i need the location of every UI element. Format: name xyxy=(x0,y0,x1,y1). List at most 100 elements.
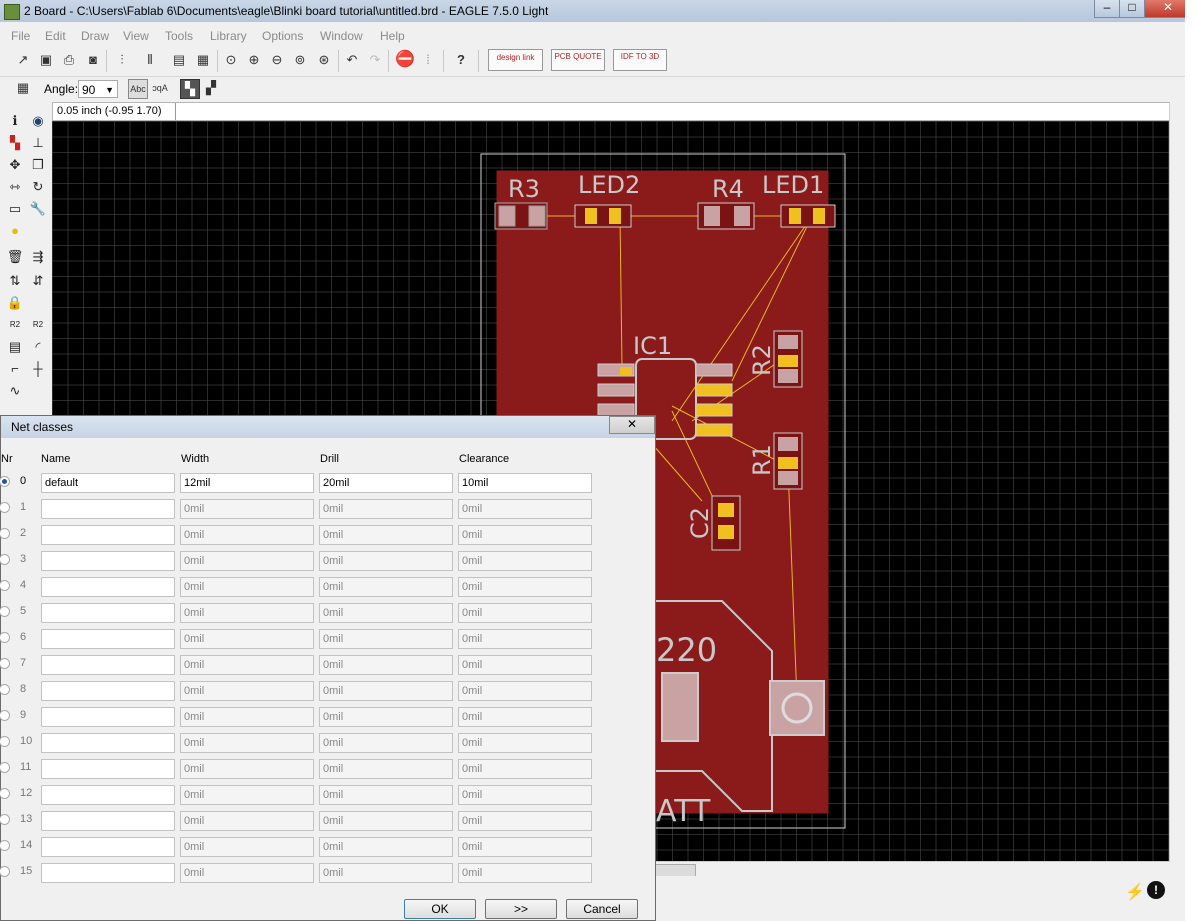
name-field[interactable] xyxy=(41,707,175,727)
name-field[interactable] xyxy=(41,759,175,779)
name-field[interactable] xyxy=(41,733,175,753)
sch-icon[interactable]: ▤ xyxy=(172,52,186,67)
drill-field[interactable]: 0mil xyxy=(319,629,453,649)
row-select-radio[interactable] xyxy=(0,684,10,695)
name-field[interactable] xyxy=(41,525,175,545)
mirror-icon[interactable]: ⇿ xyxy=(9,179,21,194)
clearance-field[interactable]: 0mil xyxy=(458,603,592,623)
clearance-field[interactable]: 0mil xyxy=(458,629,592,649)
script-icon[interactable]: ⫶ xyxy=(120,52,124,67)
drill-field[interactable]: 0mil xyxy=(319,681,453,701)
name-field[interactable] xyxy=(41,681,175,701)
clearance-field[interactable]: 0mil xyxy=(458,655,592,675)
stop-status-icon[interactable]: ! xyxy=(1147,881,1165,899)
row-select-radio[interactable] xyxy=(0,502,10,513)
coordinate-bar[interactable]: 0.05 inch (-0.95 1.70) xyxy=(52,102,1185,121)
row-select-radio[interactable] xyxy=(0,788,10,799)
name-field[interactable] xyxy=(41,785,175,805)
zoom-fit-icon[interactable]: ⊙ xyxy=(225,52,237,67)
more-button[interactable]: >> xyxy=(485,899,557,919)
zoom-redraw-icon[interactable]: ⊚ xyxy=(294,52,306,67)
drill-field[interactable]: 0mil xyxy=(319,525,453,545)
clearance-field[interactable]: 0mil xyxy=(458,551,592,571)
clearance-field[interactable]: 0mil xyxy=(458,785,592,805)
undo-icon[interactable]: ↶ xyxy=(346,52,358,67)
replace-icon[interactable]: ⇅ xyxy=(9,273,21,288)
save-icon[interactable]: ▣ xyxy=(39,52,53,67)
row-select-radio[interactable] xyxy=(0,554,10,565)
name-field[interactable] xyxy=(41,551,175,571)
minimize-button[interactable]: – xyxy=(1094,0,1120,18)
split-icon[interactable]: ▤ xyxy=(8,339,22,354)
pcb-quote-button[interactable]: PCB QUOTE xyxy=(551,49,605,71)
drill-field[interactable]: 0mil xyxy=(319,603,453,623)
row-select-radio[interactable] xyxy=(0,606,10,617)
change-icon[interactable]: 🔧 xyxy=(29,201,47,216)
mark-icon[interactable]: ⊥ xyxy=(32,135,44,150)
drill-field[interactable]: 0mil xyxy=(319,785,453,805)
name-icon[interactable]: R2 xyxy=(9,320,21,329)
name-field[interactable] xyxy=(41,863,175,883)
miter-icon[interactable]: ◜ xyxy=(35,339,41,354)
board-icon[interactable]: ▦ xyxy=(196,52,210,67)
clearance-field[interactable]: 0mil xyxy=(458,577,592,597)
clearance-field[interactable]: 0mil xyxy=(458,681,592,701)
width-field[interactable]: 0mil xyxy=(180,655,314,675)
display-icon[interactable]: ▚ xyxy=(10,135,20,150)
menu-tools[interactable]: Tools xyxy=(165,29,194,43)
width-field[interactable]: 0mil xyxy=(180,681,314,701)
row-select-radio[interactable] xyxy=(0,632,10,643)
clearance-field[interactable]: 10mil xyxy=(458,473,592,493)
row-select-radio[interactable] xyxy=(0,814,10,825)
width-field[interactable]: 0mil xyxy=(180,785,314,805)
drill-field[interactable]: 20mil xyxy=(319,473,453,493)
clearance-field[interactable]: 0mil xyxy=(458,837,592,857)
width-field[interactable]: 0mil xyxy=(180,863,314,883)
row-select-radio[interactable] xyxy=(0,476,10,487)
value-icon[interactable]: R2 xyxy=(32,320,44,329)
drill-field[interactable]: 0mil xyxy=(319,811,453,831)
menu-library[interactable]: Library xyxy=(210,29,247,43)
width-field[interactable]: 0mil xyxy=(180,629,314,649)
lock-icon[interactable]: 🔒 xyxy=(6,295,24,310)
print-icon[interactable]: ⎙ xyxy=(63,52,75,67)
clearance-field[interactable]: 0mil xyxy=(458,707,592,727)
optimize-icon[interactable]: ⌐ xyxy=(11,361,19,376)
name-field[interactable] xyxy=(41,629,175,649)
width-field[interactable]: 0mil xyxy=(180,733,314,753)
menu-window[interactable]: Window xyxy=(320,29,363,43)
stop-icon[interactable]: ⛔ xyxy=(395,51,415,68)
zoom-out-icon[interactable]: ⊖ xyxy=(271,52,283,67)
layer-bottom-icon[interactable]: ▞ xyxy=(206,80,216,95)
copy-icon[interactable]: ❐ xyxy=(32,157,44,172)
width-field[interactable]: 0mil xyxy=(180,499,314,519)
mirror-text-icon[interactable]: Abc xyxy=(128,79,148,99)
cancel-button[interactable]: Cancel xyxy=(566,899,638,919)
meander-icon[interactable]: ∿ xyxy=(9,383,21,398)
design-link-button[interactable]: design link xyxy=(488,49,543,71)
width-field[interactable]: 12mil xyxy=(180,473,314,493)
name-field[interactable] xyxy=(41,577,175,597)
ok-button[interactable]: OK xyxy=(404,899,476,919)
row-select-radio[interactable] xyxy=(0,580,10,591)
row-select-radio[interactable] xyxy=(0,710,10,721)
cam-processor-icon[interactable]: ◙ xyxy=(89,52,97,67)
dialog-close-button[interactable]: ✕ xyxy=(609,416,655,434)
drill-field[interactable]: 0mil xyxy=(319,577,453,597)
open-icon[interactable]: ↗ xyxy=(17,52,29,67)
drill-field[interactable]: 0mil xyxy=(319,499,453,519)
redo-icon[interactable]: ↷ xyxy=(369,52,381,67)
angle-select[interactable]: 90 ▼ xyxy=(78,80,118,98)
row-select-radio[interactable] xyxy=(0,736,10,747)
width-field[interactable]: 0mil xyxy=(180,759,314,779)
layer-top-icon[interactable]: ▚ xyxy=(180,79,200,99)
width-field[interactable]: 0mil xyxy=(180,551,314,571)
paste-icon[interactable]: ● xyxy=(11,223,19,238)
delete-icon[interactable]: 🗑 xyxy=(6,249,24,264)
clearance-field[interactable]: 0mil xyxy=(458,733,592,753)
width-field[interactable]: 0mil xyxy=(180,837,314,857)
clearance-field[interactable]: 0mil xyxy=(458,759,592,779)
drill-field[interactable]: 0mil xyxy=(319,707,453,727)
width-field[interactable]: 0mil xyxy=(180,707,314,727)
width-field[interactable]: 0mil xyxy=(180,603,314,623)
